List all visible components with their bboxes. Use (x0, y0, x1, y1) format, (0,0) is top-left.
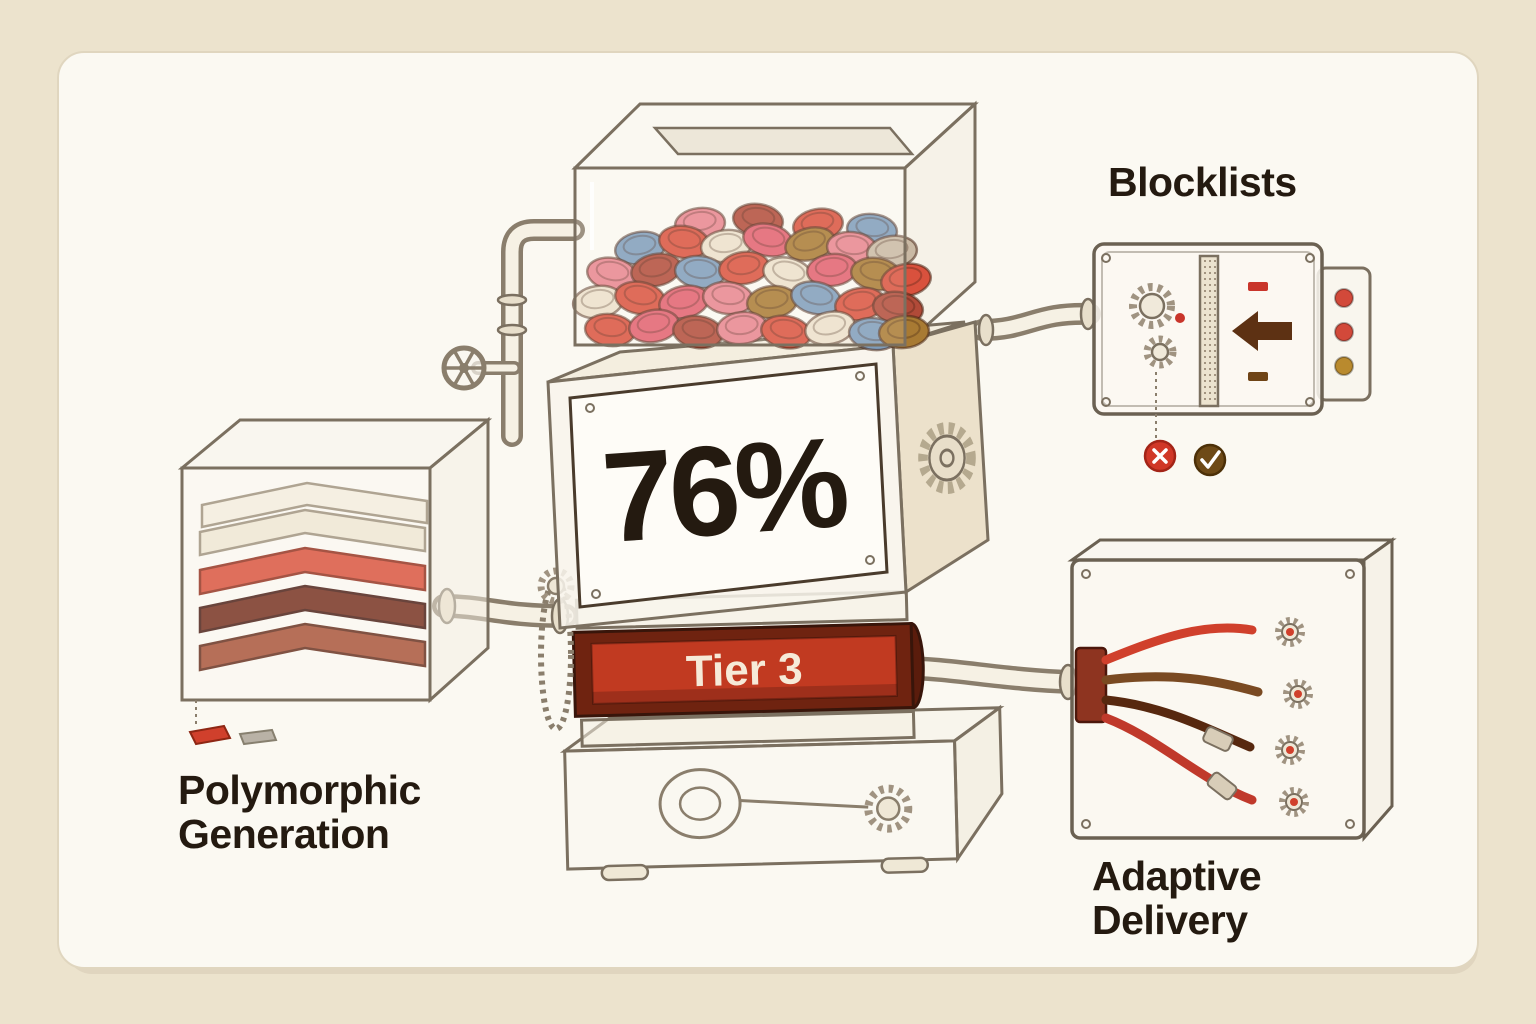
token-disc-rim (623, 284, 658, 306)
label-blocklists: Blocklists (1108, 159, 1297, 205)
valve-wheel-icon (441, 345, 487, 391)
token-disc-rim (726, 254, 761, 276)
token-disc-rim (724, 314, 759, 336)
terminal-2 (1283, 679, 1313, 709)
x-icon (1143, 439, 1177, 473)
token-disc-rim (881, 294, 916, 316)
token-discs (571, 202, 933, 352)
port-light-2 (1334, 322, 1354, 342)
terminal-1 (1275, 617, 1305, 647)
wire-terminals (1275, 617, 1313, 817)
material-chips (188, 724, 278, 746)
polymorphic-box (177, 416, 493, 746)
valve-assembly (441, 345, 521, 391)
token-disc-rim (855, 216, 890, 238)
token-disc-rim (580, 288, 615, 310)
token-disc-rim (874, 238, 909, 260)
adaptive-right-face (1362, 537, 1394, 842)
terminal-3 (1275, 735, 1305, 765)
adaptive-screws (1081, 569, 1355, 829)
filter-gear-icon (1129, 283, 1185, 369)
label-adaptive-line1: Adaptive (1092, 853, 1261, 899)
terminal-4 (1279, 787, 1309, 817)
hopper-front-face (573, 166, 907, 347)
wire-connector (1074, 646, 1108, 724)
token-disc-rim (814, 256, 849, 278)
percentage-unit: 76% (546, 320, 990, 630)
percentage-panel (568, 362, 889, 609)
token-disc-rim (681, 318, 716, 340)
hopper (571, 100, 979, 352)
panel-screws (585, 371, 875, 599)
label-polymorphic-generation: Polymorphic Generation (178, 767, 421, 857)
allow-dash (1248, 372, 1268, 381)
right-upper-pipe (971, 297, 1101, 347)
wire-ferrule-1 (1202, 726, 1234, 752)
blocklists-screws (1101, 253, 1315, 407)
wire-red-1 (1101, 623, 1257, 665)
tier-band: Tier 3 (571, 590, 925, 748)
inlet-pipe (496, 219, 585, 447)
token-disc-rim (769, 318, 804, 340)
token-disc-rim (636, 312, 671, 334)
token-disc-rim (751, 226, 786, 248)
token-disc-rim (812, 314, 847, 336)
adaptive-top-face (1067, 538, 1397, 562)
wire-dark (1101, 695, 1255, 752)
token-disc-rim (666, 288, 701, 310)
poly-front-face (180, 466, 432, 702)
wire-ferrule-2 (1206, 771, 1238, 801)
token-disc-rim (792, 230, 826, 252)
token-disc-rim (622, 234, 657, 256)
deny-dash (1248, 282, 1268, 291)
percentage-text: 76% (598, 411, 851, 571)
token-disc-rim (708, 232, 743, 254)
token-disc-rim (711, 284, 746, 306)
check-icon (1193, 443, 1227, 477)
token-disc-rim (595, 260, 630, 282)
token-disc-rim (593, 316, 628, 338)
arrow-left-icon (1232, 311, 1292, 351)
adaptive-box (1067, 537, 1397, 842)
token-disc-rim (683, 258, 718, 280)
hopper-opening (652, 126, 915, 156)
blocklists-box (1092, 242, 1372, 416)
material-layers (198, 481, 429, 672)
token-disc-rim (667, 228, 702, 250)
wire-brown (1101, 672, 1263, 697)
label-polymorphic-line2: Generation (178, 811, 389, 857)
token-disc-rim (772, 260, 806, 282)
tier-label: Tier 3 (685, 644, 803, 696)
side-gear-icon (918, 422, 976, 494)
token-disc-rim (638, 256, 673, 278)
label-adaptive-line2: Delivery (1092, 897, 1248, 943)
label-adaptive-delivery: Adaptive Delivery (1092, 853, 1262, 943)
label-polymorphic-line1: Polymorphic (178, 767, 421, 813)
filter-panel (1198, 254, 1220, 408)
token-disc-rim (754, 288, 789, 310)
port-light-1 (1334, 288, 1354, 308)
token-disc-rim (799, 284, 834, 306)
port-light-3 (1334, 356, 1354, 376)
